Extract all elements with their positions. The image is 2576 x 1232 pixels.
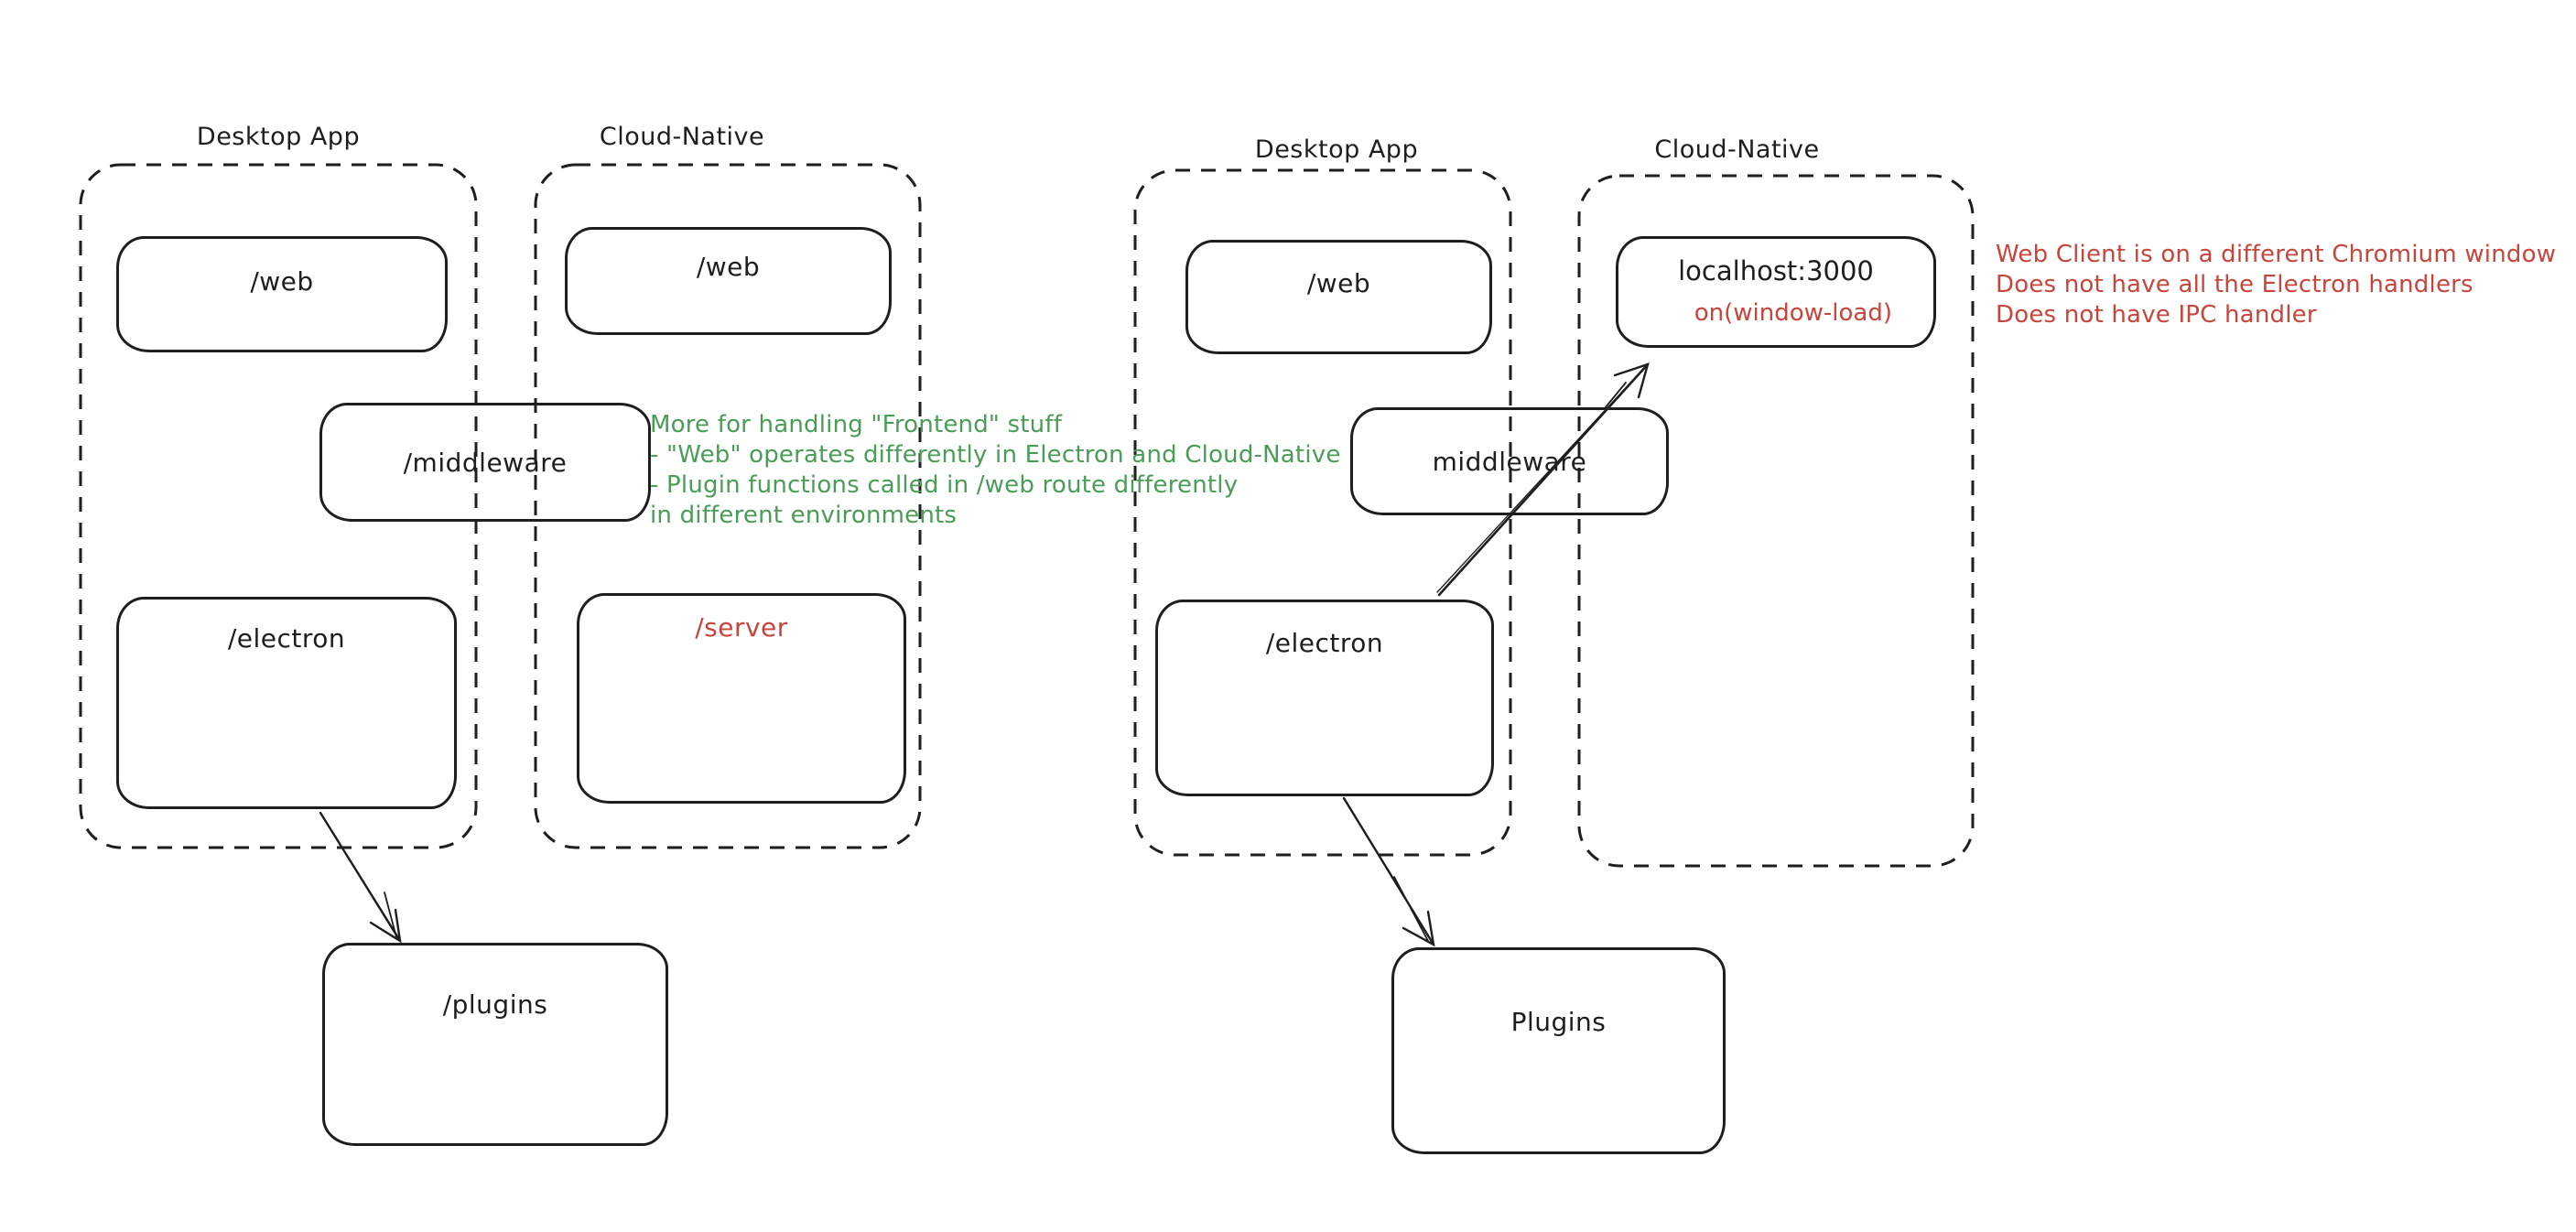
- green-note-line-2: - "Web" operates differently in Electron…: [650, 441, 1341, 469]
- red-note-line-2: Does not have all the Electron handlers: [1996, 271, 2473, 298]
- left-electron-box-label: /electron: [227, 623, 346, 654]
- right-plugins-box-label: Plugins: [1510, 1007, 1607, 1037]
- left-desktop-app-label: Desktop App: [196, 123, 361, 151]
- right-cloud-native-container: [1577, 174, 1975, 868]
- green-note: More for handling "Frontend" stuff - "We…: [650, 410, 1341, 531]
- left-desktop-app-container: [79, 163, 478, 849]
- arrow-right-electron-to-plugins: [1342, 796, 1435, 947]
- right-electron-box: /electron: [1155, 600, 1494, 796]
- left-server-box: /server: [577, 593, 906, 804]
- red-note-line-3: Does not have IPC handler: [1996, 301, 2317, 329]
- left-cloud-web-box-label: /web: [696, 252, 761, 282]
- left-cloud-web-box: /web: [565, 227, 892, 335]
- left-cloud-native-container: [534, 163, 922, 849]
- localhost-box-subtitle: on(window-load): [1694, 299, 1892, 327]
- arrow-left-electron-to-plugins: [319, 811, 402, 944]
- left-plugins-box: /plugins: [322, 943, 668, 1146]
- left-plugins-box-label: /plugins: [442, 989, 548, 1020]
- left-middleware-box: /middleware: [319, 403, 651, 522]
- right-desktop-app-label: Desktop App: [1254, 135, 1419, 164]
- localhost-box-title: localhost:3000: [1678, 255, 1874, 286]
- red-note: Web Client is on a different Chromium wi…: [1996, 240, 2556, 330]
- left-desktop-web-box-label: /web: [250, 266, 314, 297]
- right-electron-box-label: /electron: [1265, 628, 1384, 658]
- green-note-line-3: - Plugin functions called in /web route …: [650, 471, 1239, 499]
- green-note-line-4: in different environments: [650, 502, 958, 529]
- left-middleware-box-label: /middleware: [403, 447, 568, 478]
- right-cloud-native-label: Cloud-Native: [1654, 135, 1820, 164]
- left-electron-box: /electron: [116, 597, 457, 809]
- arrow-right-electron-to-localhost: [1436, 362, 1650, 597]
- right-middleware-box-label: middleware: [1432, 446, 1587, 477]
- left-cloud-native-label: Cloud-Native: [599, 123, 765, 151]
- localhost-box: localhost:3000 on(window-load): [1616, 236, 1936, 348]
- right-middleware-box: middleware: [1350, 407, 1669, 515]
- left-desktop-web-box: /web: [116, 236, 448, 352]
- right-desktop-web-box: /web: [1185, 240, 1492, 354]
- right-desktop-web-box-label: /web: [1306, 268, 1371, 298]
- red-note-line-1: Web Client is on a different Chromium wi…: [1996, 241, 2557, 268]
- right-plugins-box: Plugins: [1391, 947, 1726, 1154]
- green-note-line-1: More for handling "Frontend" stuff: [650, 411, 1063, 438]
- left-server-box-label: /server: [695, 612, 788, 643]
